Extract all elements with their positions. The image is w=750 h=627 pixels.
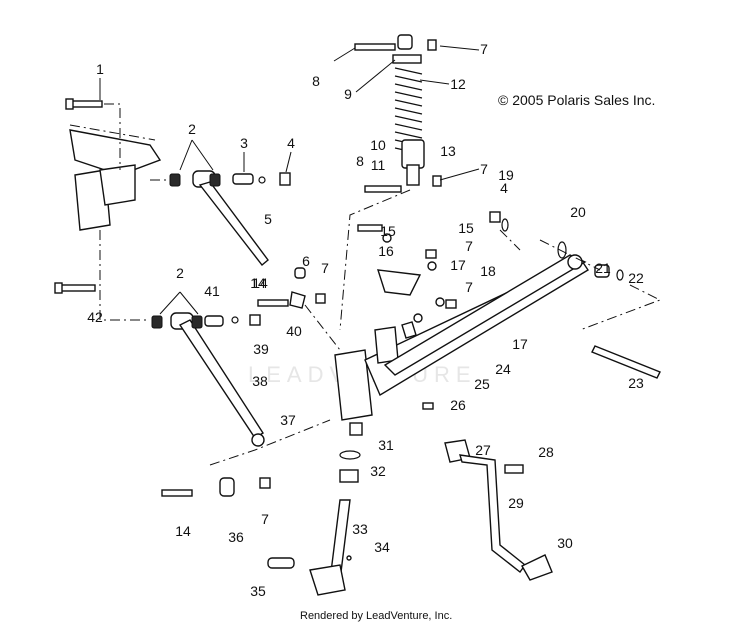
- callout-label: 1: [96, 61, 104, 77]
- callout-label: 8: [356, 153, 364, 169]
- shock-absorber: [339, 34, 442, 331]
- bolt-1: [65, 98, 121, 170]
- callout-label: 20: [570, 204, 586, 220]
- callout-label: 9: [344, 86, 352, 102]
- callout-label: 7: [480, 41, 488, 57]
- callout-label: 29: [508, 495, 524, 511]
- spindle-assembly: [267, 257, 589, 596]
- bolt-23: [591, 345, 661, 379]
- tie-rod: [444, 439, 553, 581]
- lower-a-arm: [99, 230, 265, 447]
- callout-label: 12: [450, 76, 466, 92]
- callout-label: 10: [370, 137, 386, 153]
- callout-label: 7: [465, 279, 473, 295]
- callout-label: 30: [557, 535, 573, 551]
- callout-label: 37: [280, 412, 296, 428]
- callout-label: 14: [252, 275, 268, 291]
- callout-label: 28: [538, 444, 554, 460]
- callout-label: 17: [450, 257, 466, 273]
- callout-label: 14: [250, 275, 266, 291]
- hardware-6-7-40: [257, 267, 341, 351]
- callout-label: 39: [253, 341, 269, 357]
- bracket-16: [357, 224, 457, 339]
- bolt-42: [54, 282, 96, 294]
- callout-label: 8: [312, 73, 320, 89]
- callout-label: 4: [287, 135, 295, 151]
- callout-label: 7: [465, 238, 473, 254]
- callout-label: 42: [87, 309, 103, 325]
- callout-label: 14: [175, 523, 191, 539]
- callout-label: 38: [252, 373, 268, 389]
- callout-label: 15: [380, 223, 396, 239]
- callout-label: 17: [512, 336, 528, 352]
- callout-label: 25: [474, 376, 490, 392]
- callout-label: 27: [475, 442, 491, 458]
- callout-label: 33: [352, 521, 368, 537]
- callout-label: 4: [500, 180, 508, 196]
- callout-label: 11: [371, 157, 386, 173]
- callout-label: 18: [480, 263, 496, 279]
- callout-label: 40: [286, 323, 302, 339]
- callout-label: 21: [595, 260, 611, 276]
- callout-label: 34: [374, 539, 390, 555]
- callout-label: 7: [480, 161, 488, 177]
- callout-label: 19: [498, 167, 514, 183]
- callout-label: 22: [628, 270, 644, 286]
- right-hardware: [489, 211, 662, 331]
- callout-label: 24: [495, 361, 511, 377]
- callout-label: 15: [458, 220, 474, 236]
- callout-label: 23: [628, 375, 644, 391]
- callout-label: 16: [378, 243, 394, 259]
- callout-label: 13: [440, 143, 456, 159]
- callout-label: 41: [204, 283, 220, 299]
- callout-label: 35: [250, 583, 266, 599]
- callout-label: 2: [176, 265, 184, 281]
- callout-label: 6: [302, 253, 310, 269]
- callout-label: 3: [240, 135, 248, 151]
- callout-label: 5: [264, 211, 272, 227]
- callout-label: 7: [321, 260, 329, 276]
- frame-bracket: [69, 124, 162, 231]
- callout-label: 36: [228, 529, 244, 545]
- tie-rod-end: [161, 419, 331, 497]
- callout-label: 26: [450, 397, 466, 413]
- copyright-notice: © 2005 Polaris Sales Inc.: [498, 92, 656, 108]
- upper-a-arm: [150, 170, 291, 267]
- rendered-by-credit: Rendered by LeadVenture, Inc.: [300, 610, 453, 622]
- callout-label: 32: [370, 463, 386, 479]
- callout-label: 31: [378, 437, 394, 453]
- callout-label: 2: [188, 121, 196, 137]
- callout-label: 7: [261, 511, 269, 527]
